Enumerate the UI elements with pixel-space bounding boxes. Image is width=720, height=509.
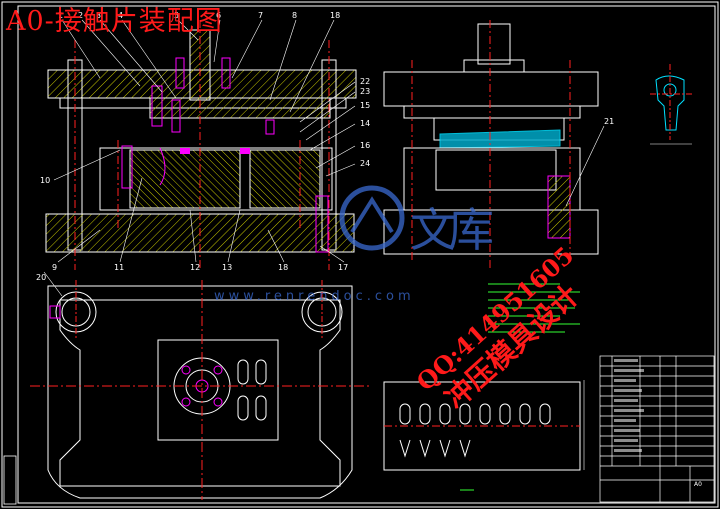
leader-lines-front — [43, 19, 356, 297]
part-numbers-top: 1 2 3 4 5 6 7 8 18 — [58, 11, 340, 20]
part-label: 21 — [604, 117, 614, 126]
part-label: 24 — [360, 159, 370, 168]
watermark-char-1: 文 — [410, 203, 456, 257]
part-label: 7 — [258, 11, 263, 20]
part-label: 1 — [58, 11, 63, 20]
part-label: 22 — [360, 77, 370, 86]
part-label: 20 — [36, 273, 46, 282]
left-margin-strip — [3, 455, 17, 505]
part-label: 13 — [222, 263, 232, 272]
part-label: 12 — [190, 263, 200, 272]
title-block-fill — [614, 359, 644, 452]
title-block: A0 — [599, 355, 715, 503]
part-label: 23 — [360, 87, 370, 96]
part-label: 11 — [114, 263, 124, 272]
technical-notes — [460, 283, 580, 491]
site-watermark: 文 库 www.renrendoc.com — [214, 185, 494, 304]
front-section-view — [45, 20, 357, 270]
sheet-size: A0 — [694, 481, 702, 488]
part-label: 16 — [360, 141, 370, 150]
part-numbers-right: 22 23 15 14 16 24 — [360, 77, 370, 168]
part-label: 18 — [330, 11, 340, 20]
plan-view — [30, 280, 370, 500]
drawing-title: A0-接触片装配图 — [6, 6, 223, 37]
part-numbers-left: 10 9 20 — [36, 176, 57, 282]
part-label: 10 — [40, 176, 50, 185]
part-label: 18 — [278, 263, 288, 272]
part-label: 5 — [174, 11, 179, 20]
watermark-char-2: 库 — [448, 203, 494, 257]
watermark-url: www.renrendoc.com — [214, 289, 415, 304]
part-label: 8 — [292, 11, 297, 20]
part-label: 3 — [96, 11, 101, 20]
part-detail-view — [650, 64, 692, 145]
side-upper-plate — [383, 71, 599, 107]
part-label: 2 — [78, 11, 83, 20]
part-label: 9 — [52, 263, 57, 272]
part-label: 17 — [338, 263, 348, 272]
part-label: 6 — [216, 11, 221, 20]
die-block — [99, 147, 333, 211]
side-lower-plate — [383, 209, 599, 255]
part-label: 15 — [360, 101, 370, 110]
part-numbers-bottom: 11 12 13 18 17 — [114, 263, 348, 272]
strip-layout — [383, 380, 585, 471]
part-label: 14 — [360, 119, 370, 128]
part-label: 4 — [118, 11, 123, 20]
side-section-view: 21 — [383, 20, 614, 270]
sheet-border-inner — [17, 5, 716, 504]
